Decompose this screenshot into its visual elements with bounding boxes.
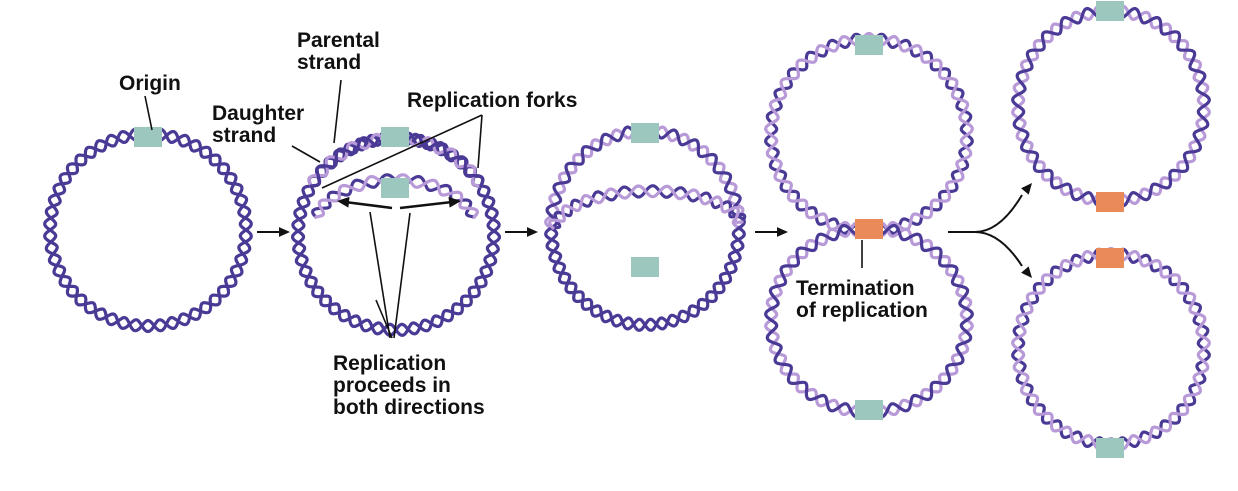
daughter-strand-label: Daughter strand — [212, 102, 305, 147]
arrow-layer — [144, 79, 1032, 339]
split-arrow-lower-head — [1021, 266, 1032, 278]
stage4-upper-circle — [764, 31, 974, 239]
marker-layer — [134, 1, 1124, 458]
split-arrow-lower-shaft — [974, 231, 1023, 267]
stage5-upper-circle-strand-2 — [1011, 3, 1211, 208]
parental-strand-label: Parental strand — [297, 29, 380, 74]
stage3-inner-arc-strand-2 — [548, 184, 744, 230]
stage3-bottom-arc — [544, 226, 746, 332]
replication-proceeds-label: Replication proceeds in both directions — [333, 352, 485, 419]
dna-layer — [43, 3, 1211, 452]
step-arrow-2-head — [527, 227, 538, 237]
stage3-bottom-arc-strand-1 — [545, 226, 746, 332]
direction-arrow-right-shaft — [399, 200, 453, 210]
fork-leader-left — [321, 114, 483, 189]
stage3-origin-marker-top — [631, 123, 659, 143]
proceeds-leader-3 — [375, 299, 393, 339]
direction-arrow-right-head — [448, 196, 461, 208]
fork-leader-right — [477, 114, 483, 169]
stage5-upper-circle — [1011, 3, 1211, 209]
termination-label: Termination of replication — [796, 277, 928, 322]
stage2-origin-marker-inner — [381, 178, 409, 198]
parental-strand-leader — [333, 79, 342, 144]
stage4-origin-marker-top — [855, 35, 883, 55]
stage5-lower-circle — [1011, 246, 1211, 452]
stage4-lower-circle-strand-2 — [764, 220, 974, 419]
stage4-upper-circle-strand-2 — [764, 31, 974, 238]
stage3-origin-marker-inner — [631, 257, 659, 277]
stage2-outer-parental — [291, 130, 501, 337]
origin-label: Origin — [119, 72, 181, 95]
stage2-origin-marker-top — [381, 127, 409, 147]
direction-arrow-left-shaft — [344, 200, 393, 210]
step-arrow-3-head — [777, 227, 788, 237]
origin-leader — [144, 95, 153, 131]
stage4-origin-marker-bottom — [855, 400, 883, 420]
stage5-origin-marker-top — [1096, 1, 1124, 21]
stage5-origin-marker-bottom — [1096, 438, 1124, 458]
stage1-circle — [43, 126, 253, 334]
direction-arrow-left-head — [337, 196, 350, 208]
proceeds-leader-1 — [369, 211, 391, 339]
stage5-termination-marker-bottom — [1096, 248, 1124, 268]
stage4-lower-circle — [764, 220, 974, 420]
stage3-inner-arc — [548, 184, 747, 230]
step-arrow-1-head — [279, 227, 290, 237]
proceeds-leader-2 — [393, 212, 411, 339]
stage1-circle-strand-2 — [43, 126, 253, 333]
split-arrow-upper-shaft — [948, 194, 1023, 233]
replication-forks-label: Replication forks — [407, 89, 578, 112]
stage3-bottom-arc-strand-2 — [544, 226, 745, 332]
stage5-termination-marker-top — [1096, 192, 1124, 212]
split-arrow-upper-head — [1021, 183, 1032, 195]
stage4-termination-marker — [855, 219, 883, 239]
stage1-origin-marker — [134, 127, 162, 147]
stage5-lower-circle-strand-2 — [1011, 246, 1211, 451]
daughter-strand-leader — [291, 145, 321, 163]
